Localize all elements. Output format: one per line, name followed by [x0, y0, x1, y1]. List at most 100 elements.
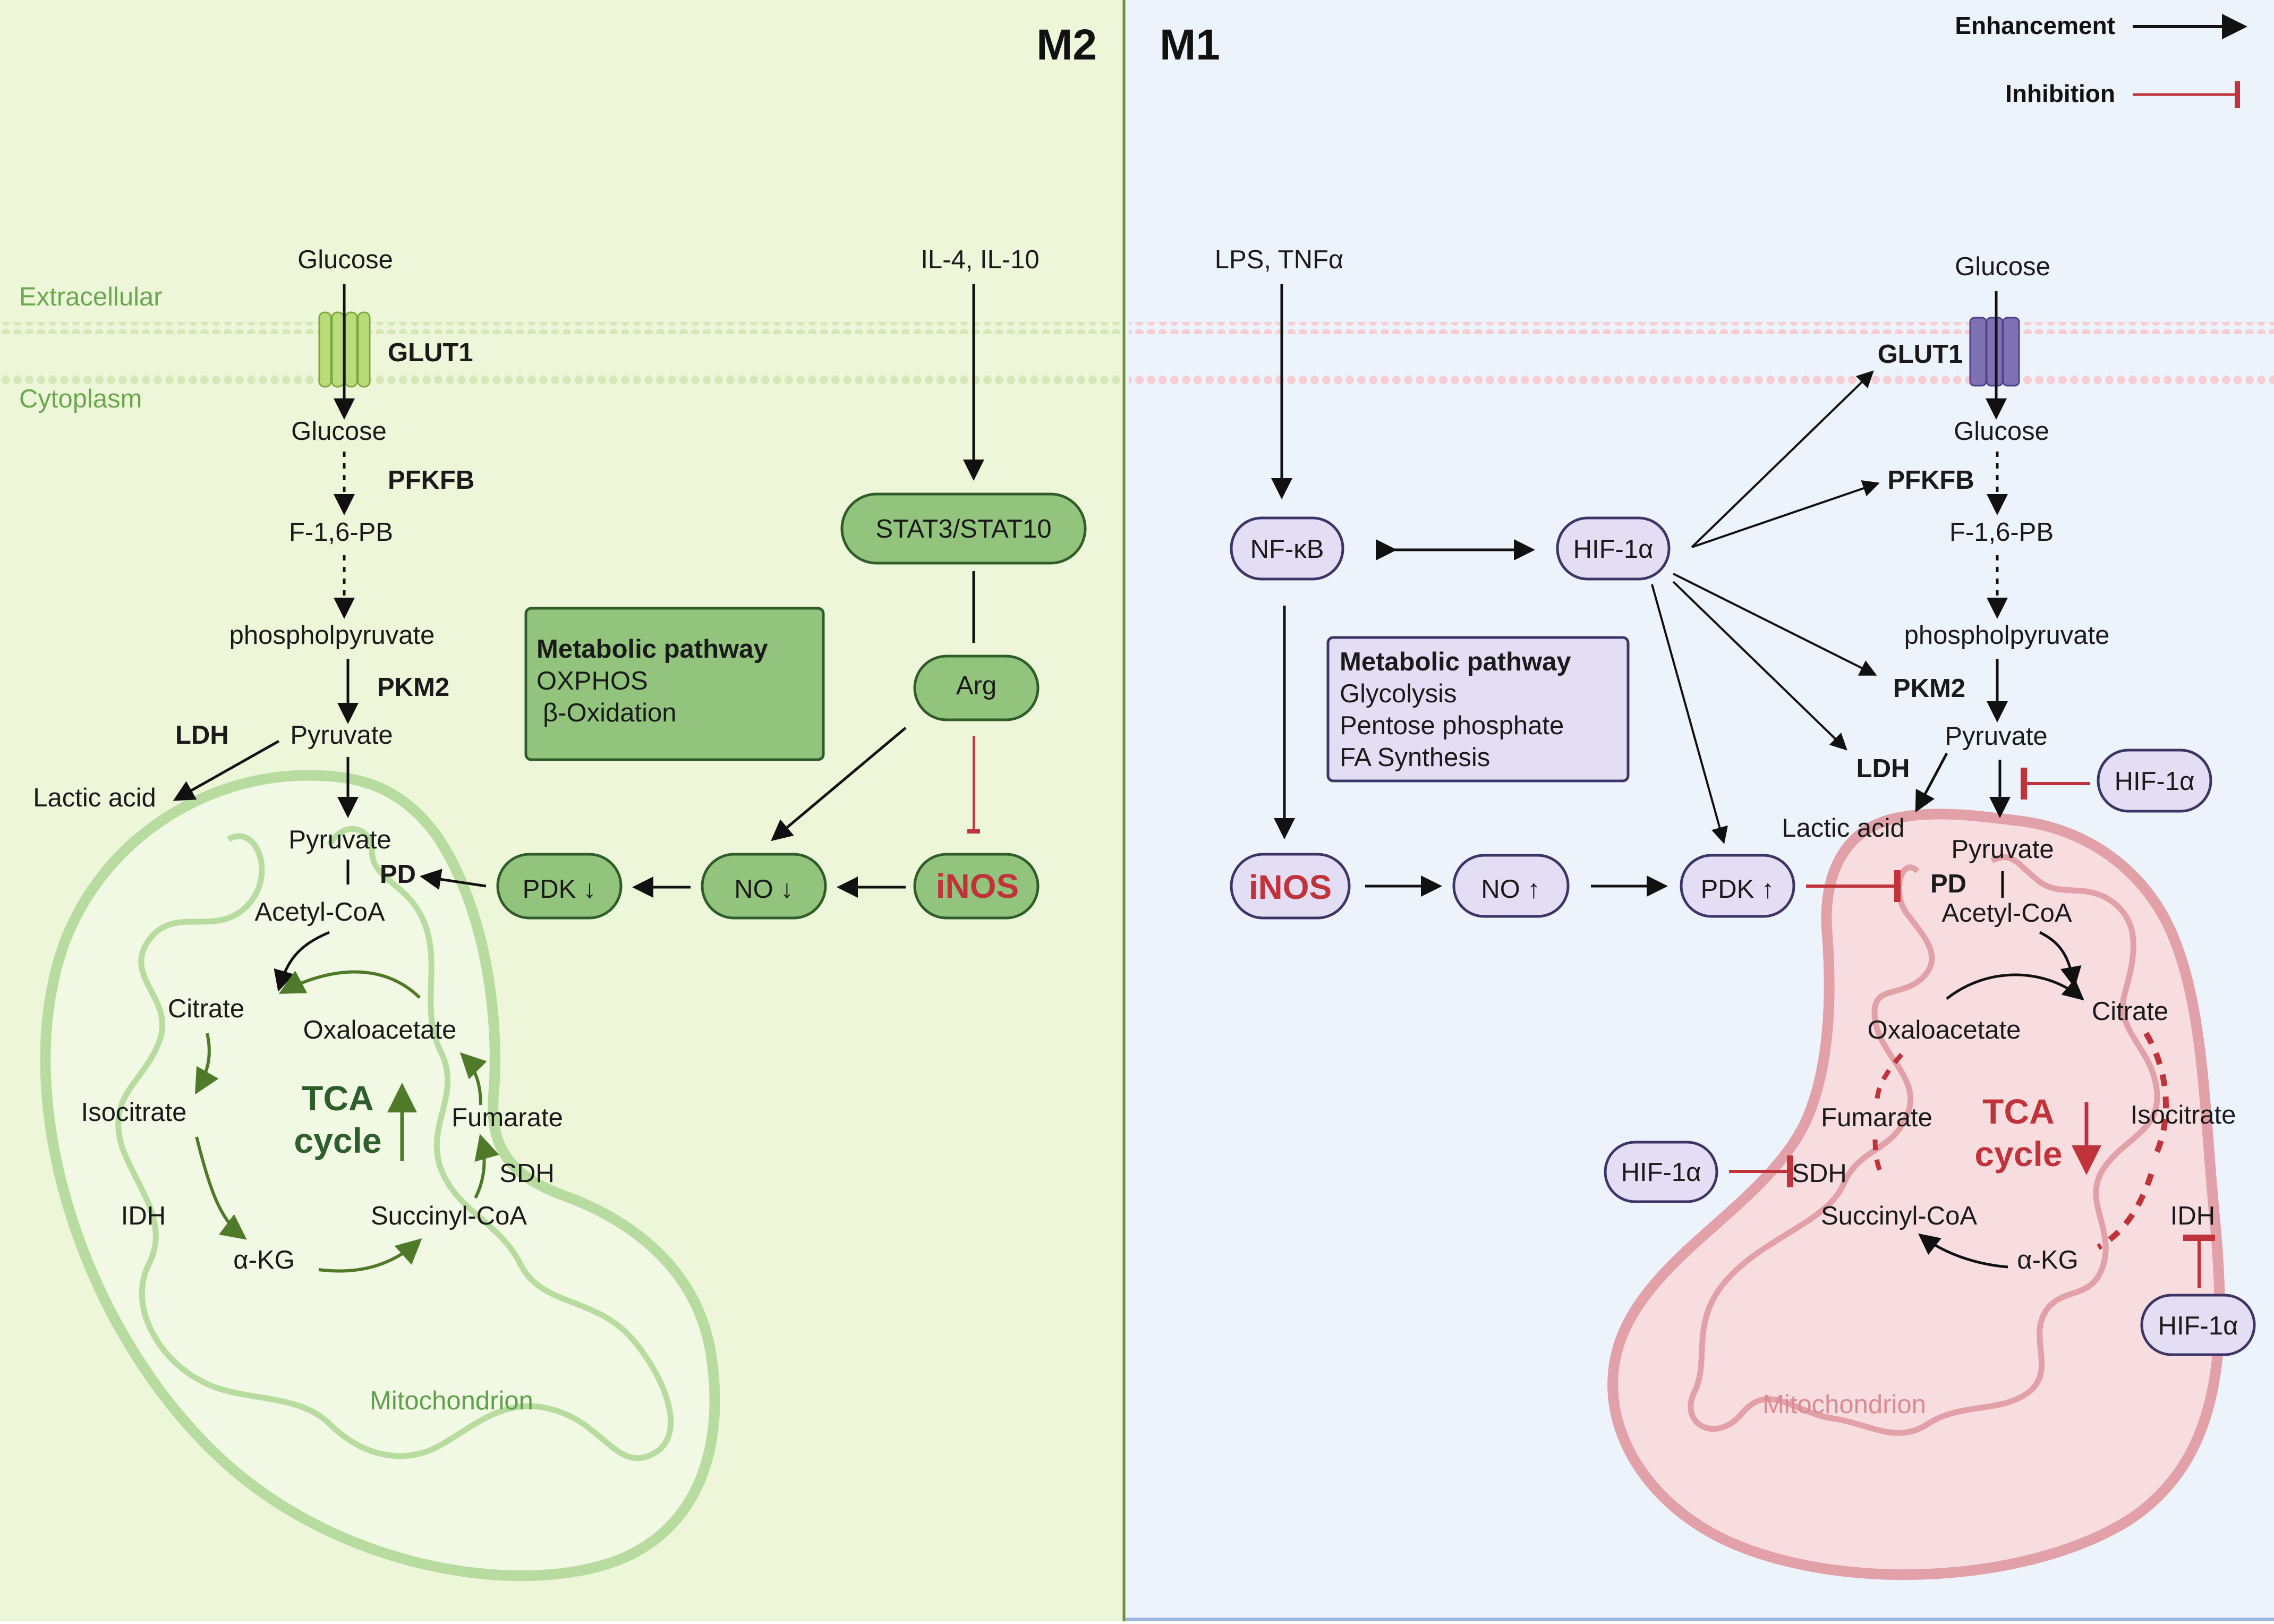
- m2-membrane-inner: [0, 372, 1121, 384]
- m2-lactic-acid: Lactic acid: [33, 784, 156, 812]
- m2-no-label: NO ↓: [734, 875, 794, 904]
- m2-pfkfb-label: PFKFB: [388, 466, 474, 495]
- m2-isocitrate-to-akg-arrow: [195, 1136, 247, 1240]
- legend-inhibition-label: Inhibition: [2005, 80, 2115, 107]
- m1-glucose-cytoplasm: Glucose: [1954, 417, 2049, 446]
- m1-acetyl-to-citrate-arrow: [2039, 931, 2082, 988]
- m1-isocitrate: Isocitrate: [2131, 1101, 2236, 1129]
- m1-hif-node-idh: [2140, 1294, 2256, 1356]
- m2-metabolic-title: Metabolic pathway: [536, 635, 768, 664]
- m2-pdk-to-pd-arrow: [420, 869, 487, 890]
- m1-idh-label: IDH: [2170, 1202, 2215, 1230]
- m1-pd-label: PD: [1930, 870, 1966, 898]
- m2-fumarate: Fumarate: [452, 1103, 563, 1132]
- m2-tca-word2: cycle: [294, 1121, 381, 1160]
- m1-phospholpyruvate: phospholpyruvate: [1904, 621, 2110, 650]
- m1-hif-to-pdk-arrow: [1651, 584, 1728, 844]
- m1-membrane-outer: [1129, 322, 2274, 334]
- m2-metabolic-box: [524, 607, 825, 761]
- m2-succinyl-coa: Succinyl-CoA: [371, 1202, 527, 1230]
- m1-metabolic-line-1: Glycolysis: [1340, 679, 1457, 708]
- m2-metabolic-line-2: β-Oxidation: [543, 699, 677, 727]
- m1-hif-label-pyruvate: HIF-1α: [2115, 767, 2195, 796]
- m2-oxaloacetate-to-citrate-arrow: [278, 970, 421, 999]
- m2-pdk-node: [496, 853, 623, 920]
- m1-fumarate-to-oxaloacetate-dashed: [1875, 1053, 1904, 1108]
- m2-ldh-label: LDH: [175, 721, 229, 750]
- m2-glut1-transporter: [318, 311, 371, 388]
- m1-stimuli: LPS, TNFα: [1215, 245, 1344, 274]
- m1-nfkb-label: NF-κB: [1250, 535, 1324, 564]
- m1-hif-to-pfkfb-arrow: [1691, 480, 1880, 548]
- m1-mitochondrion-label: Mitochondrion: [1762, 1390, 1926, 1419]
- m1-citrate: Citrate: [2092, 997, 2168, 1026]
- m1-akg-to-succinyl-arrow: [1918, 1233, 2008, 1269]
- m1-metabolic-box: [1326, 636, 1630, 783]
- m2-pd-label: PD: [380, 860, 416, 889]
- cytoplasm-label: Cytoplasm: [19, 385, 142, 413]
- m1-pyruvate-to-lactic-arrow: [1915, 752, 1948, 813]
- m2-glut1-label: GLUT1: [388, 338, 473, 367]
- m1-no-label: NO ↑: [1481, 875, 1540, 904]
- m2-mitochondrion-label: Mitochondrion: [370, 1387, 533, 1415]
- m1-tca-word1: TCA: [1982, 1092, 2055, 1131]
- m1-oxaloacetate-to-citrate-arrow: [1946, 973, 2084, 1001]
- m2-oxaloacetate: Oxaloacetate: [303, 1016, 457, 1044]
- m1-glut1-label: GLUT1: [1878, 340, 1963, 369]
- m1-hif-to-ldh-arrow: [1672, 581, 1847, 751]
- m2-glucose-extracellular: Glucose: [297, 245, 393, 274]
- m1-pdk-label: PDK ↑: [1701, 875, 1775, 904]
- m1-pdk-node: [1680, 854, 1795, 918]
- m2-inos-node: [913, 853, 1040, 920]
- m2-pyruvate: Pyruvate: [290, 721, 393, 750]
- m1-hif-to-pkm2-arrow: [1673, 573, 1877, 676]
- m2-f16pb: F-1,6-PB: [289, 518, 393, 547]
- m2-arg-label: Arg: [956, 671, 997, 700]
- m1-glut1-transporter: [1969, 317, 2020, 387]
- m1-ldh-label: LDH: [1856, 754, 1910, 783]
- m2-cytokines: IL-4, IL-10: [921, 245, 1039, 274]
- m2-citrate: Citrate: [168, 994, 244, 1023]
- m1-metabolic-line-2: Pentose phosphate: [1340, 711, 1564, 740]
- m2-metabolic-line-1: OXPHOS: [536, 667, 648, 695]
- m1-hif-node-sdh: [1604, 1141, 1718, 1203]
- m2-pdk-label: PDK ↓: [523, 875, 597, 904]
- m1-mito-pyruvate: Pyruvate: [1951, 835, 2054, 864]
- m1-inos-label: iNOS: [1249, 868, 1332, 906]
- m2-no-node: [701, 853, 827, 920]
- m1-pkm2-label: PKM2: [1893, 674, 1965, 703]
- m1-acetyl-coa: Acetyl-CoA: [1941, 899, 2072, 928]
- m2-phospholpyruvate: phospholpyruvate: [229, 621, 435, 650]
- m2-pyruvate-to-lactic-arrow: [173, 739, 280, 801]
- m1-membrane-inner: [1129, 372, 2274, 384]
- m1-no-node: [1452, 854, 1570, 918]
- m2-alpha-kg: α-KG: [233, 1246, 294, 1274]
- m2-stat-label: STAT3/STAT10: [875, 515, 1051, 543]
- m1-alpha-kg: α-KG: [2017, 1246, 2078, 1274]
- m2-stat-node: [840, 492, 1087, 565]
- m2-fumarate-to-oxaloacetate-arrow: [459, 1052, 487, 1106]
- m2-tca-word1: TCA: [302, 1078, 374, 1118]
- m1-nfkb-node: [1230, 516, 1344, 581]
- m1-hif-label-main: HIF-1α: [1573, 535, 1654, 564]
- m2-mitochondrion: [40, 770, 720, 1582]
- m2-isocitrate: Isocitrate: [81, 1098, 187, 1127]
- m1-pyruvate: Pyruvate: [1945, 722, 2047, 751]
- extracellular-label: Extracellular: [19, 283, 163, 311]
- m1-sdh-label: SDH: [1792, 1159, 1846, 1188]
- m2-glucose-cytoplasm: Glucose: [291, 417, 387, 446]
- m2-inos-label: iNOS: [936, 867, 1019, 905]
- m1-glucose-extracellular: Glucose: [1955, 252, 2050, 281]
- legend-enhancement-label: Enhancement: [1955, 12, 2115, 39]
- m1-succinyl-to-fumarate-dashed: [1872, 1139, 1885, 1178]
- m1-hif-node-pyruvate: [2097, 749, 2212, 813]
- m2-sdh-label: SDH: [499, 1159, 554, 1188]
- m1-hif-node-main: [1556, 516, 1671, 581]
- m2-arg-node: [913, 654, 1040, 721]
- m2-citrate-to-isocitrate-arrow: [195, 1033, 219, 1095]
- m1-metabolic-line-3: FA Synthesis: [1340, 743, 1490, 772]
- m1-succinyl-coa: Succinyl-CoA: [1821, 1202, 1977, 1230]
- m1-isocitrate-to-akg-dashed: [2097, 1173, 2154, 1250]
